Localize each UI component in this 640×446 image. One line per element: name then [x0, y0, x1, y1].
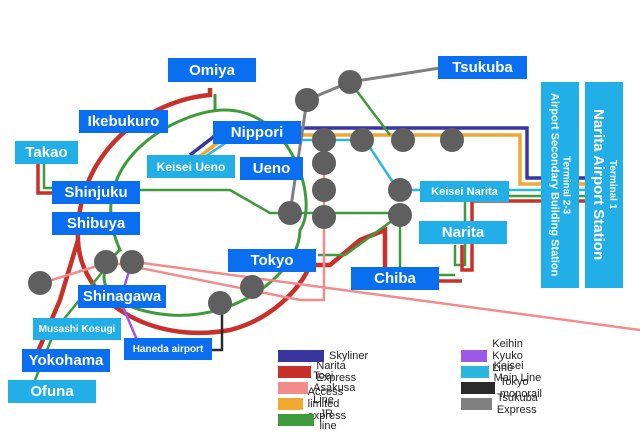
station-node[interactable] [312, 178, 336, 202]
legend-item: Skyliner [278, 349, 368, 363]
station-node[interactable] [28, 271, 52, 295]
tsukuba-express-line [288, 66, 441, 214]
narita-airport-station-label: Narita Airport Station [590, 109, 607, 261]
station-node[interactable] [120, 250, 144, 274]
legend-swatch [278, 398, 303, 410]
legend-label: Tsukuba Express [496, 392, 538, 416]
station-musashi-kosugi[interactable]: Musashi Kosugi [33, 318, 121, 340]
station-shibuya[interactable]: Shibuya [52, 212, 140, 235]
toei-asakusa-line [41, 140, 640, 332]
station-node[interactable] [312, 205, 336, 229]
legend-item: Narita Express [278, 360, 369, 384]
legend-item: Toei Asakusa Line [278, 370, 371, 406]
station-keisei-ueno[interactable]: Keisei Ueno [147, 155, 235, 178]
terminal-2-3-label: Terminal 2-3 [560, 155, 572, 215]
station-ofuna[interactable]: Ofuna [8, 380, 96, 403]
station-chiba[interactable]: Chiba [351, 267, 439, 290]
station-node[interactable] [295, 88, 319, 112]
station-shinjuku[interactable]: Shinjuku [52, 181, 140, 204]
legend-swatch [461, 398, 492, 410]
station-shinagawa[interactable]: Shinagawa [78, 285, 166, 308]
legend-label: Keihin Kyuko Line [492, 338, 523, 374]
tokyo-monorail-line [212, 303, 224, 352]
station-node[interactable] [312, 128, 336, 152]
legend-label: Tokyo monorail [499, 376, 542, 400]
legend-label: JR line [319, 408, 337, 432]
terminal-1-label: Terminal 1 [607, 160, 618, 210]
legend-label: Access limited express [307, 386, 347, 422]
station-tokyo[interactable]: Tokyo [228, 249, 316, 272]
legend-swatch [461, 382, 495, 394]
legend-swatch [278, 350, 324, 362]
station-node[interactable] [388, 203, 412, 227]
legend-label: Keisei Main Line [493, 360, 542, 384]
station-ueno[interactable]: Ueno [240, 157, 303, 180]
station-yokohama[interactable]: Yokohama [22, 349, 110, 372]
chuo-line [140, 188, 400, 215]
station-node[interactable] [388, 178, 412, 202]
station-node[interactable] [350, 128, 374, 152]
legend-swatch [278, 366, 312, 378]
station-takao[interactable]: Takao [15, 141, 78, 164]
legend-label: Narita Express [316, 360, 357, 384]
station-haneda-airport[interactable]: Haneda airport [124, 338, 212, 360]
station-node[interactable] [312, 151, 336, 175]
station-node[interactable] [208, 291, 232, 315]
legend-swatch [278, 414, 315, 426]
legend-item: JR line [278, 408, 346, 432]
station-ikebukuro[interactable]: Ikebukuro [79, 110, 168, 133]
legend-item: Access limited express [278, 386, 368, 422]
legend-item: Tsukuba Express [461, 392, 553, 416]
station-node[interactable] [94, 250, 118, 274]
station-omiya[interactable]: Omiya [168, 58, 256, 82]
station-keisei-narita[interactable]: Keisei Narita [420, 181, 509, 202]
legend-label: Skyliner [329, 350, 369, 362]
legend-item: Tokyo monorail [461, 376, 554, 400]
station-narita-airport-terminal-1[interactable]: Terminal 1 Narita Airport Station [585, 82, 623, 288]
station-airport-terminal-2-3[interactable]: Terminal 2-3 Airport Secondary Building … [541, 82, 579, 288]
airport-secondary-building-label: Airport Secondary Building Station [548, 93, 561, 277]
station-narita[interactable]: Narita [419, 221, 507, 244]
legend-swatch [461, 350, 488, 362]
legend-label: Toei Asakusa Line [313, 370, 356, 406]
station-node[interactable] [338, 70, 362, 94]
station-nippori[interactable]: Nippori [213, 121, 301, 144]
station-node[interactable] [391, 128, 415, 152]
station-node[interactable] [240, 275, 264, 299]
station-node[interactable] [278, 201, 302, 225]
legend-item: Keisei Main Line [461, 360, 542, 384]
legend-swatch [461, 366, 489, 378]
station-node[interactable] [440, 128, 464, 152]
legend-item: Keihin Kyuko Line [461, 338, 543, 374]
legend-swatch [278, 382, 309, 394]
station-tsukuba[interactable]: Tsukuba [438, 56, 527, 79]
